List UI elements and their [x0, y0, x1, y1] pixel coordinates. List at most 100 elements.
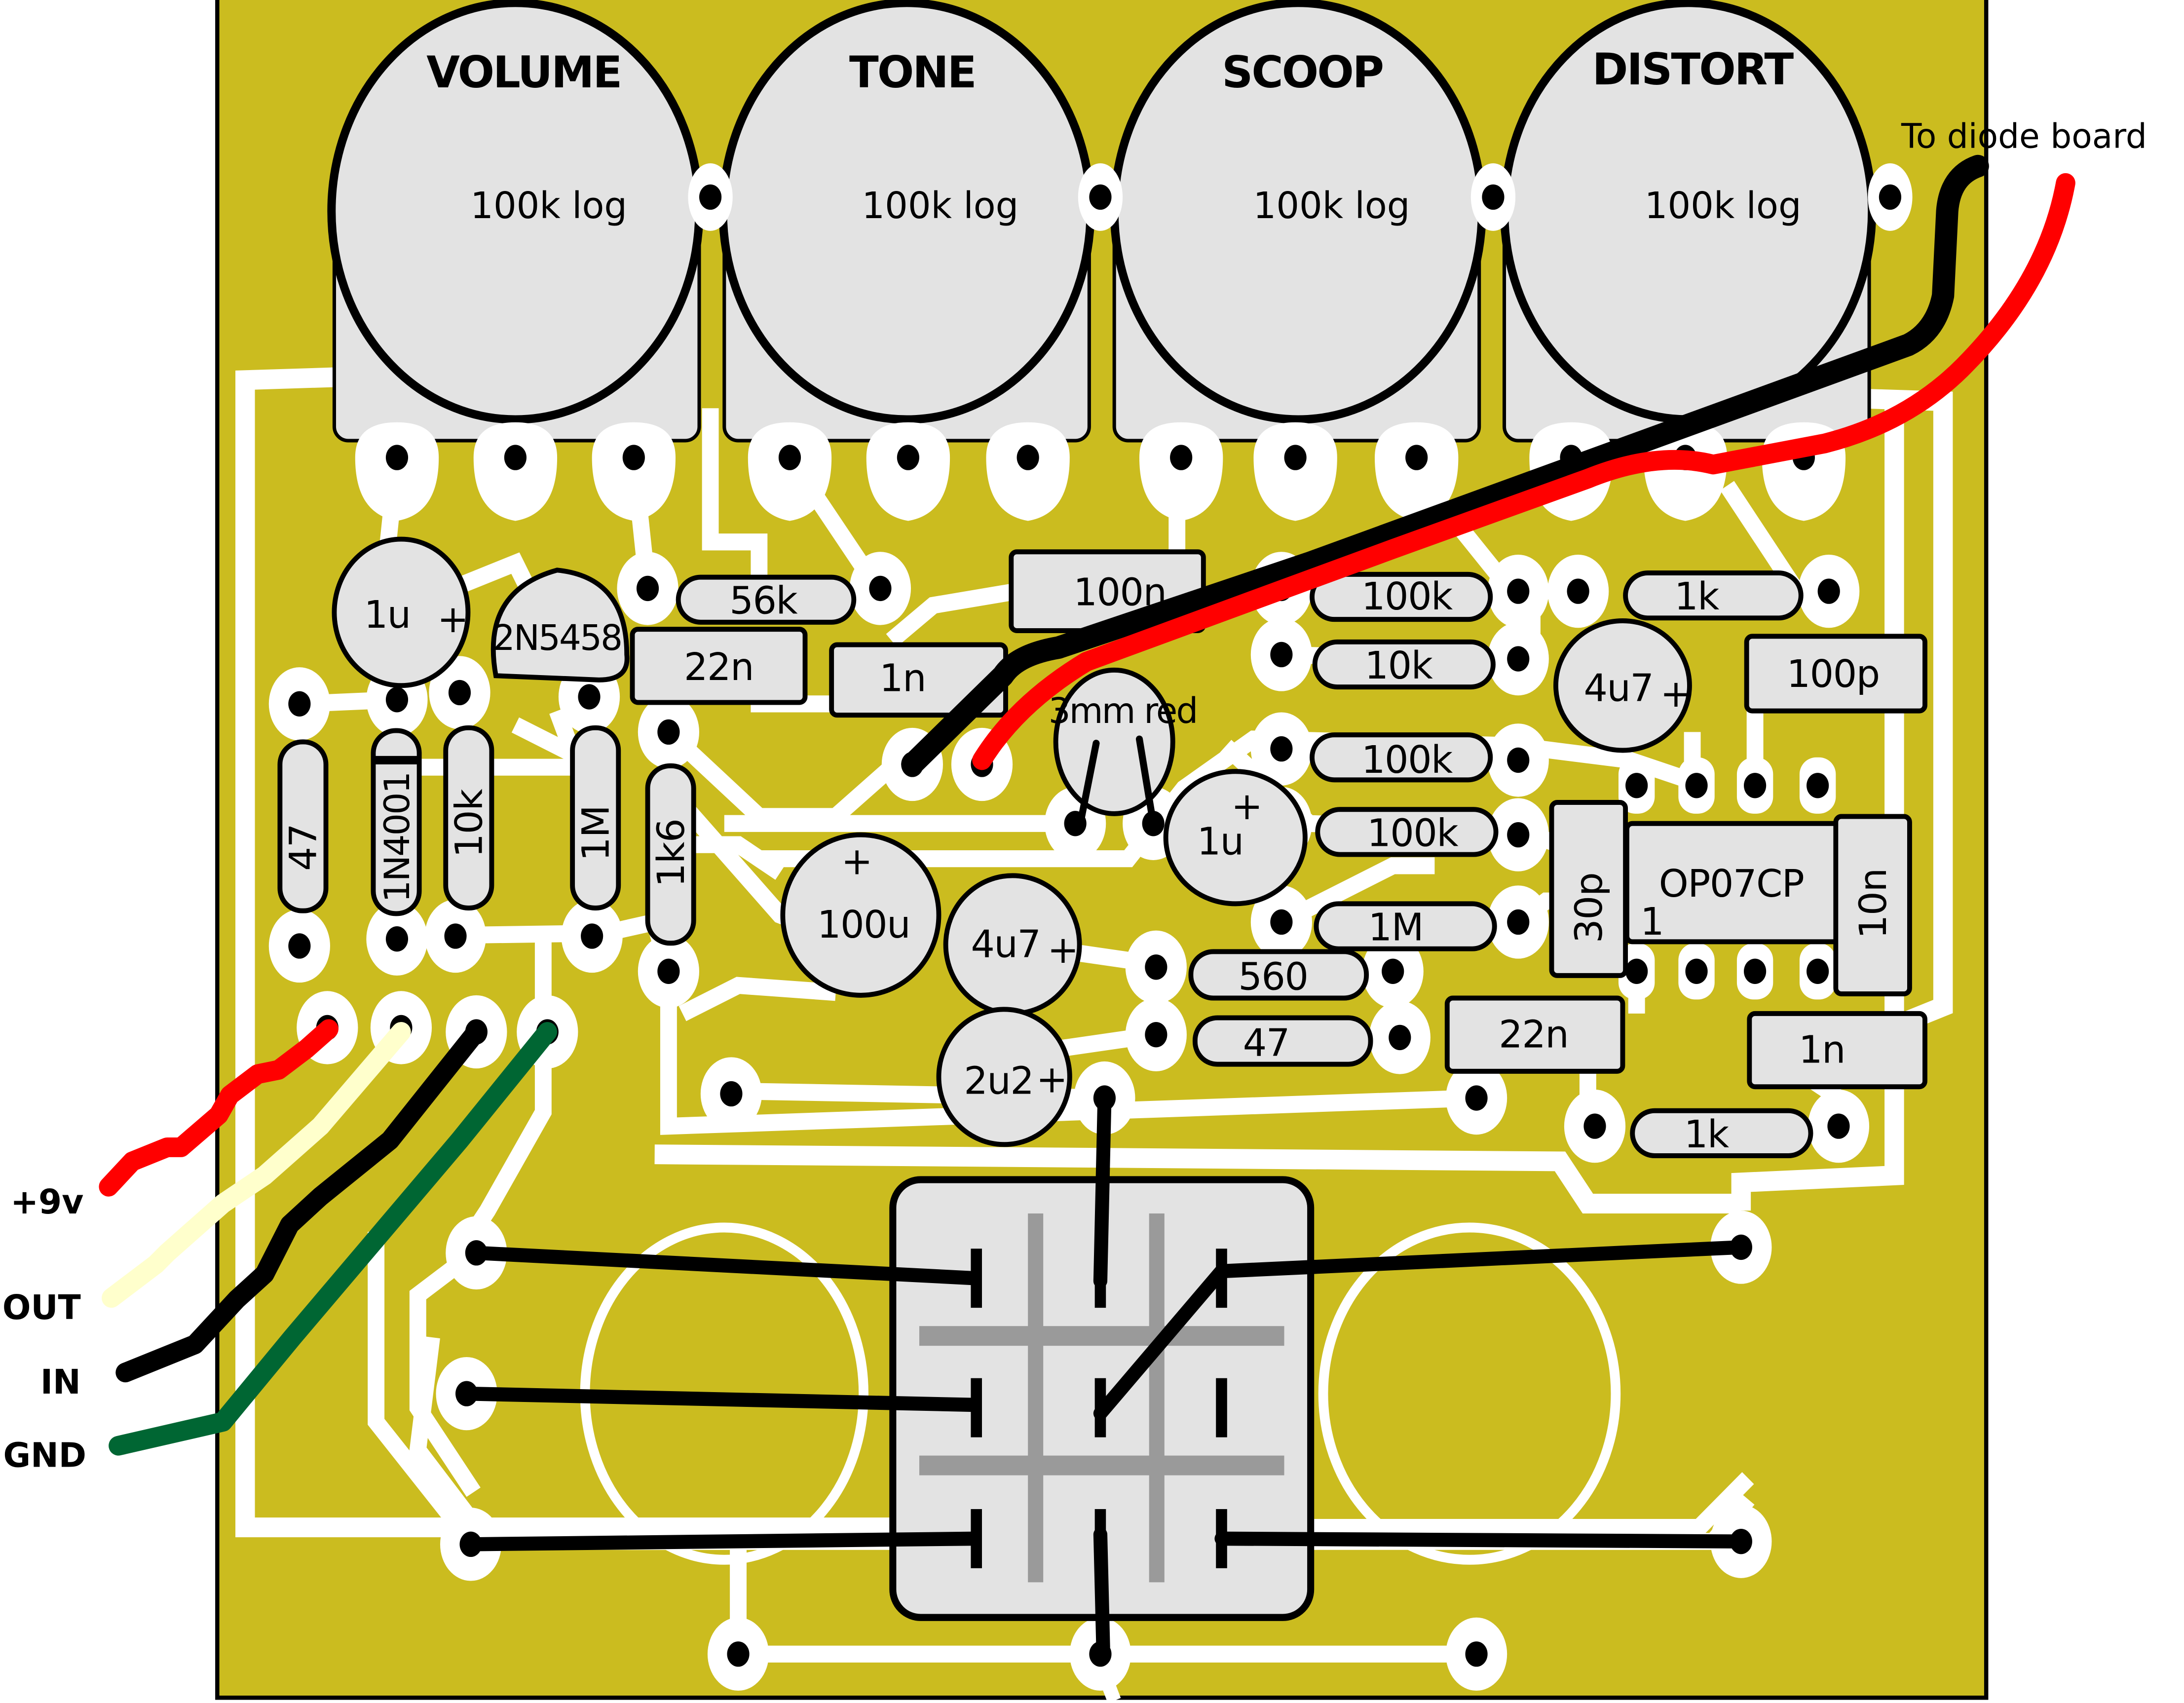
drill-hole: [578, 684, 601, 710]
switch-jumper-wires: [459, 1091, 1748, 1654]
capacitor-1n-right: 1n: [1747, 1011, 1927, 1090]
drill-hole: [1507, 646, 1530, 672]
drill-hole: [1817, 578, 1840, 604]
drill-hole: [1170, 445, 1193, 470]
led-lead: [1076, 740, 1100, 832]
solder-pad: [1375, 422, 1459, 521]
component-label: 10k: [1365, 644, 1433, 688]
pot-distort: DISTORT 100k log: [1500, 0, 1877, 443]
trace: [1309, 1472, 1754, 1536]
resistor-1m-mid: 1M: [1314, 901, 1497, 951]
component-label: 100k: [1361, 575, 1453, 619]
switch-mount-ring-right: [1318, 1222, 1621, 1565]
drill-hole: [1270, 736, 1293, 762]
pin1-marker: 1: [1640, 900, 1663, 944]
resistor-47-mid: 47: [1192, 1015, 1373, 1067]
drill-hole: [1145, 1022, 1167, 1048]
capacitor-1n-mid: 1n: [829, 642, 1008, 718]
component-label: 30p: [1567, 873, 1611, 944]
component-label: 1u: [364, 593, 411, 637]
pot-value-label: 100k log: [1253, 185, 1410, 227]
drill-hole: [385, 687, 409, 713]
drill-hole: [1827, 1113, 1850, 1139]
resistor-560: 560: [1188, 949, 1369, 1001]
drill-hole: [778, 445, 801, 470]
resistor-1k6: 1k6: [645, 763, 696, 946]
solder-pad: [592, 422, 676, 521]
polarity-mark: +: [841, 839, 872, 883]
polarity-mark: +: [437, 597, 468, 641]
component-label: 4u7: [1583, 666, 1653, 710]
drill-hole: [385, 926, 409, 952]
drill-hole: [1507, 578, 1530, 604]
capacitor-22n-bottom: 22n: [1444, 995, 1625, 1074]
switch-contact: [1149, 1213, 1165, 1583]
component-label: 1k: [1674, 575, 1720, 619]
drill-hole: [1567, 578, 1589, 604]
component-label: 22n: [684, 645, 753, 689]
footswitch-3pdt: [459, 1091, 1748, 1654]
drill-hole: [1807, 958, 1829, 984]
component-label: 1n: [879, 656, 926, 700]
polarity-mark: +: [1047, 928, 1078, 972]
drill-hole: [622, 445, 645, 470]
component-label: 100k: [1367, 811, 1459, 855]
component-label: 2N5458: [493, 617, 621, 658]
solder-pad: [986, 422, 1070, 521]
drill-hole: [1145, 954, 1167, 980]
label-input: IN: [40, 1363, 81, 1402]
drill-hole: [1482, 184, 1505, 210]
drill-hole: [444, 923, 467, 949]
pot-value-label: 100k log: [862, 185, 1018, 227]
switch-contact: [919, 1326, 1284, 1346]
drill-hole: [1465, 1085, 1488, 1111]
drill-hole: [448, 680, 471, 706]
drill-hole: [657, 719, 680, 745]
pot-scoop: SCOOP 100k log: [1110, 0, 1486, 443]
polarity-mark: +: [1036, 1058, 1067, 1101]
capacitor-2u2: 2u2 +: [936, 1007, 1072, 1147]
drill-hole: [727, 1641, 750, 1667]
drill-hole: [869, 575, 892, 602]
component-label: 1M: [1368, 906, 1423, 949]
wire-in-black: [115, 1022, 487, 1383]
component-label: 10k: [448, 789, 491, 858]
resistor-10k-mid: 10k: [1312, 639, 1496, 690]
drill-hole: [1507, 909, 1530, 935]
capacitor-22n-top: 22n: [630, 627, 808, 705]
component-label: 100k: [1361, 738, 1453, 782]
drill-hole: [1625, 773, 1648, 798]
capacitor-1u-mid: 1u +: [1163, 769, 1308, 907]
pot-value-label: 100k log: [1645, 185, 1802, 227]
component-label: 10n: [1851, 869, 1895, 939]
drill-hole: [1507, 822, 1530, 848]
component-label: 1u: [1197, 820, 1243, 864]
drill-hole: [1270, 642, 1293, 668]
component-label: 100p: [1787, 652, 1880, 696]
drill-hole: [1405, 445, 1428, 470]
component-label: 47: [1243, 1021, 1289, 1065]
capacitor-4u7-mid: 4u7 +: [943, 873, 1082, 1016]
component-label: 56k: [729, 579, 798, 623]
drill-hole: [1685, 958, 1708, 984]
resistor-1k-top: 1k: [1623, 570, 1804, 621]
pot-name-label: TONE: [849, 46, 976, 98]
resistor-1m-left: 1M: [570, 725, 621, 910]
component-label: 1k6: [649, 819, 693, 887]
drill-hole: [1465, 1641, 1488, 1667]
resistor-56k: 56k: [676, 574, 857, 625]
polarity-mark: +: [1231, 785, 1262, 829]
label-output: OUT: [2, 1288, 81, 1327]
drill-hole: [897, 445, 919, 470]
resistor-47-left: 47: [277, 739, 329, 913]
pot-name-label: VOLUME: [426, 46, 621, 98]
pot-volume: VOLUME 100k log: [327, 0, 704, 443]
solder-pad: [355, 422, 439, 521]
drill-hole: [1744, 773, 1767, 798]
component-label: 1M: [574, 805, 618, 861]
component-label: 47: [282, 824, 326, 871]
component-label: 1N4001: [377, 773, 417, 903]
capacitor-100p: 100p: [1744, 634, 1927, 714]
component-label: 2u2: [964, 1059, 1033, 1103]
